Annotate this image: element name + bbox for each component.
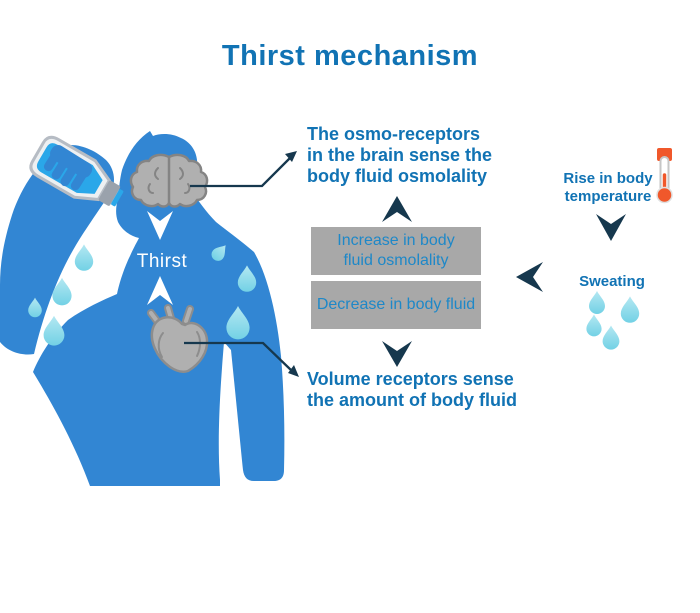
down-arrow-icon [382, 341, 412, 367]
left-arrow-icon [516, 262, 543, 292]
water-drop-icon [602, 325, 620, 350]
arrowhead-icon [288, 365, 299, 377]
osmo-line-2: in the brain sense the [307, 145, 493, 165]
water-drop-icon [589, 291, 605, 314]
person-hand [43, 145, 93, 191]
page-title: Thirst mechanism [221, 40, 479, 72]
heart-icon [147, 304, 209, 374]
water-drop-icon [43, 315, 65, 346]
increase-osmolality-box: Increase in body fluid osmolality [311, 227, 481, 275]
osmo-receptors-annotation: The osmo-receptors in the brain sense th… [307, 124, 492, 187]
person-silhouette [33, 131, 285, 486]
rise-in-temperature-label: Rise in body temperature [560, 170, 656, 206]
decrease-box-label: Decrease in body fluid [316, 296, 476, 313]
rise-line-2: temperature [564, 188, 652, 205]
rise-line-1: Rise in body [563, 170, 653, 187]
volume-line-1: Volume receptors sense [307, 369, 514, 389]
volume-line-2: the amount of body fluid [307, 390, 517, 410]
white-up-chevron-icon [147, 276, 173, 305]
water-drop-icon [74, 244, 94, 271]
down-arrow-icon [596, 214, 626, 241]
sweating-label: Sweating [579, 273, 645, 290]
decrease-body-fluid-box: Decrease in body fluid [311, 281, 481, 329]
heart-connector-line [184, 341, 299, 377]
water-drop-icon [620, 296, 640, 323]
volume-receptors-annotation: Volume receptors sense the amount of bod… [307, 369, 517, 411]
arrowhead-icon [285, 151, 297, 162]
increase-box-line-1: Increase in body [337, 232, 455, 249]
brain-connector-line [190, 151, 297, 188]
white-down-chevron-icon [147, 211, 173, 240]
increase-box-line-2: fluid osmolality [343, 252, 449, 269]
thirst-label: Thirst [136, 251, 188, 272]
water-drop-icon [586, 314, 602, 337]
thermometer-icon [656, 148, 673, 204]
up-arrow-icon [382, 196, 412, 222]
brain-icon [129, 153, 209, 208]
osmo-line-3: body fluid osmolality [307, 166, 488, 186]
osmo-line-1: The osmo-receptors [307, 124, 481, 144]
